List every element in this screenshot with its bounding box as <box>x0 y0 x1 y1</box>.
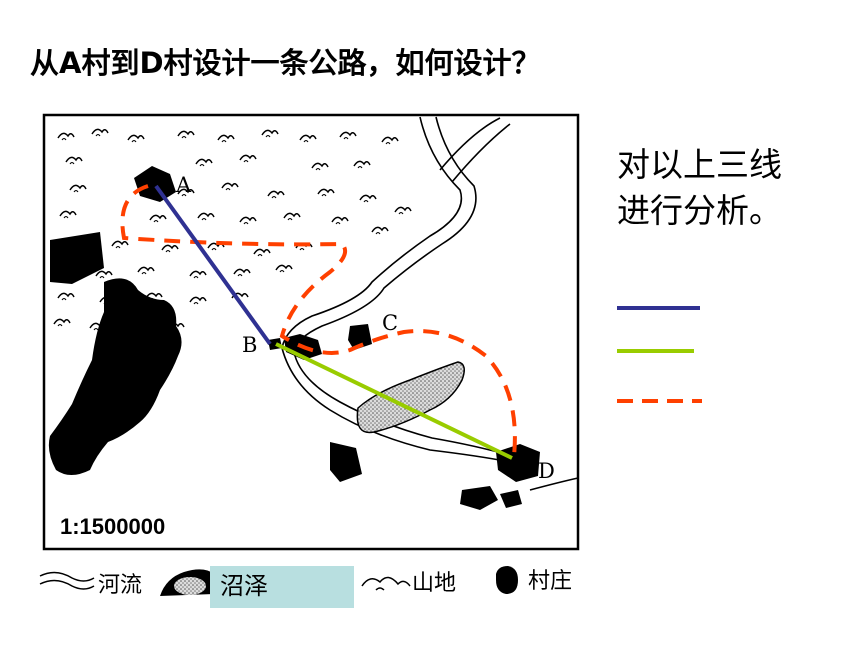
village-a-marker <box>134 166 176 202</box>
swamp-area <box>356 361 465 434</box>
village-d-extra <box>460 486 522 510</box>
map-scale: 1:1500000 <box>60 514 165 539</box>
black-terrain-left <box>50 232 104 284</box>
page-title: 从A村到D村设计一条公路，如何设计？ <box>30 46 541 80</box>
village-a-label: A <box>175 173 192 197</box>
legend-village-label: 村庄 <box>528 569 572 594</box>
legend-village-symbol <box>496 566 518 594</box>
village-c-marker <box>348 324 372 350</box>
route-blue <box>154 184 272 346</box>
black-terrain-large <box>48 278 182 475</box>
route-green <box>275 342 513 460</box>
black-terrain-small <box>330 442 362 482</box>
legend-swamp-pattern <box>174 577 206 595</box>
analysis-prompt: 对以上三线进行分析。 <box>617 145 782 230</box>
route-red-dashed <box>120 184 517 457</box>
legend-mountain-symbol <box>361 576 411 591</box>
river <box>281 116 579 491</box>
legend-river-symbol <box>39 571 95 590</box>
village-d-label: D <box>538 459 555 483</box>
legend-river-label: 河流 <box>98 573 142 598</box>
legend-swamp-label: 沼泽 <box>210 566 354 608</box>
village-c-label: C <box>382 311 398 335</box>
village-b-label: B <box>242 333 257 357</box>
legend-mountain-label: 山地 <box>412 571 456 596</box>
